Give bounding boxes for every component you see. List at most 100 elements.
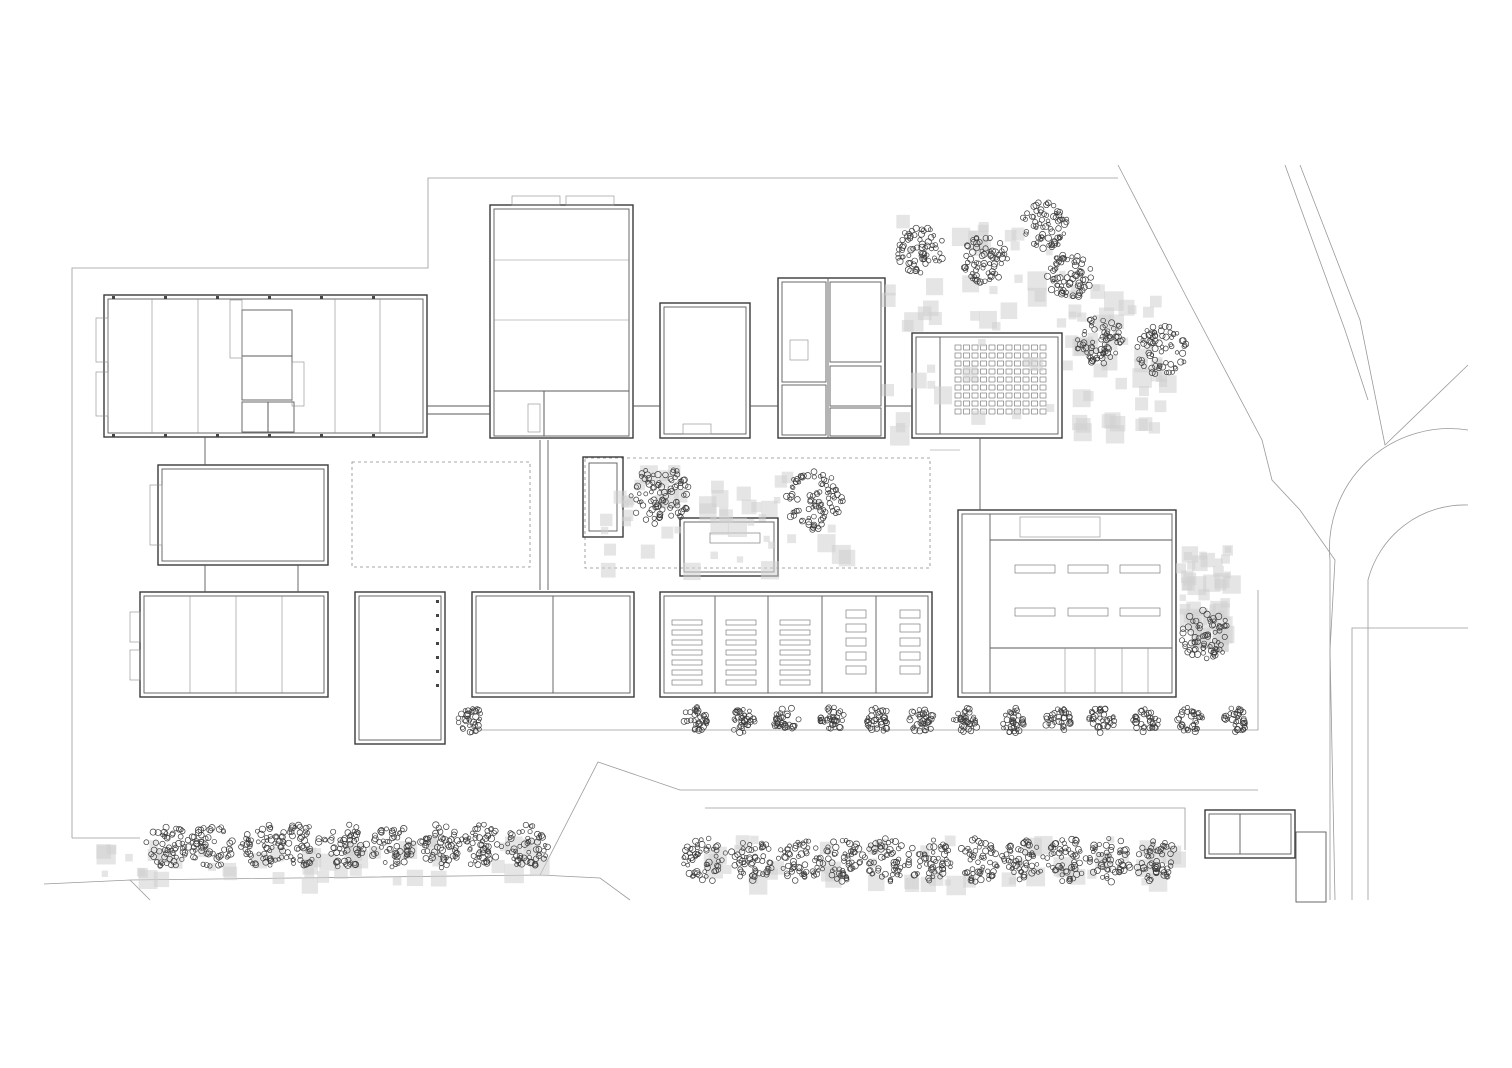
auditorium-seat <box>954 392 962 399</box>
planting-patch <box>711 490 729 508</box>
tree-leaf-mark <box>1148 709 1155 716</box>
tree-leaf-mark <box>505 841 511 847</box>
tree-leaf-mark <box>1147 848 1152 853</box>
tree-leaf-mark <box>1163 843 1170 850</box>
planting-patch <box>1004 229 1017 242</box>
tree-leaf-mark <box>1088 349 1094 355</box>
auditorium-seat <box>980 392 987 399</box>
tree-leaf-mark <box>908 708 916 716</box>
tree-leaf-mark <box>918 250 924 256</box>
tree-leaf-mark <box>1059 872 1065 878</box>
tree-leaf-mark <box>1060 278 1067 285</box>
building-hall-west-middle <box>149 464 329 566</box>
tree-leaf-mark <box>704 864 711 871</box>
tree-leaf-mark <box>924 717 931 725</box>
planting-patch <box>979 310 997 329</box>
tree-leaf-mark <box>240 841 246 847</box>
classroom-desk <box>899 637 921 647</box>
planting-patch <box>1156 371 1167 383</box>
tree-leaf-mark <box>1207 619 1214 625</box>
building-library <box>957 509 1177 698</box>
tree-leaf-mark <box>1061 231 1066 236</box>
tree-leaf-mark <box>832 843 840 851</box>
tree-leaf-mark <box>765 846 772 852</box>
tree-leaf-mark <box>731 862 738 869</box>
tree-leaf-mark <box>1178 721 1186 729</box>
classroom-desk <box>779 629 811 636</box>
tree-leaf-mark <box>967 727 975 735</box>
tree-leaf-mark <box>534 838 541 846</box>
tree-leaf-mark <box>637 499 642 505</box>
tree-leaf-mark <box>162 823 170 831</box>
tree-leaf-mark <box>1091 712 1099 720</box>
planting-patch <box>430 870 447 887</box>
tree-leaf-mark <box>428 854 436 862</box>
tree-leaf-mark <box>353 824 360 831</box>
tree-leaf-mark <box>1107 860 1114 868</box>
tree-leaf-mark <box>748 860 755 868</box>
tree-leaf-mark <box>1179 637 1186 644</box>
planting-patch <box>1027 287 1047 307</box>
tree-leaf-mark <box>722 850 728 856</box>
tree-leaf-mark <box>1048 286 1056 294</box>
tree-leaf-mark <box>410 840 416 846</box>
tree-leaf-mark <box>926 843 934 851</box>
tree-leaf-mark <box>938 845 945 853</box>
tree-leaf-mark <box>1138 357 1145 364</box>
tree-leaf-mark <box>817 516 825 524</box>
planting-patch <box>736 556 744 563</box>
tree-leaf-mark <box>1104 330 1110 337</box>
tree-leaf-mark <box>971 714 977 720</box>
tree-leaf-mark <box>198 844 205 851</box>
tree <box>905 837 954 884</box>
tree-leaf-mark <box>939 864 944 869</box>
tree-leaf-mark <box>429 851 436 858</box>
tree-leaf-mark <box>255 839 261 845</box>
planting-patch <box>1023 357 1034 367</box>
tree <box>961 235 1010 286</box>
tree-leaf-mark <box>277 844 284 850</box>
planting-patch <box>763 535 770 542</box>
tree-leaf-mark <box>759 858 766 865</box>
tree-leaf-mark <box>776 855 782 861</box>
tree-leaf-mark <box>786 512 795 521</box>
tree-leaf-mark <box>939 860 946 868</box>
tree-leaf-mark <box>1200 646 1206 652</box>
tree-leaf-mark <box>443 861 450 869</box>
tree-leaf-mark <box>1046 721 1052 727</box>
tree-leaf-mark <box>1037 221 1043 226</box>
tree-leaf-mark <box>1100 718 1105 723</box>
tree-leaf-mark <box>1060 723 1066 729</box>
tree-leaf-mark <box>810 468 818 476</box>
planting-patch <box>106 844 117 855</box>
tree-leaf-mark <box>1070 294 1076 299</box>
tree-leaf-mark <box>1099 852 1105 857</box>
planting-patch <box>867 858 878 868</box>
planting-patch <box>1068 290 1077 299</box>
column <box>436 670 439 673</box>
tree-leaf-mark <box>195 829 203 837</box>
tree-leaf-mark <box>842 851 848 857</box>
tree-leaf-mark <box>353 831 361 839</box>
building-hall-southwest <box>129 591 329 698</box>
tree-leaf-mark <box>205 850 213 858</box>
tree-leaf-mark <box>1105 724 1111 730</box>
tree-leaf-mark <box>198 847 205 854</box>
planting-patch <box>1139 386 1149 397</box>
tree-leaf-mark <box>877 853 885 861</box>
planting-patch <box>827 524 836 533</box>
tree-leaf-mark <box>856 858 864 866</box>
tree-leaf-mark <box>298 833 306 841</box>
tree-leaf-mark <box>963 252 970 259</box>
tree-leaf-mark <box>682 847 689 854</box>
tree-leaf-mark <box>661 488 668 496</box>
tree-leaf-mark <box>970 871 976 876</box>
tree-leaf-mark <box>988 873 995 880</box>
tree-leaf-mark <box>643 491 649 497</box>
tree <box>950 704 980 735</box>
planting-patch <box>491 859 505 874</box>
tree-leaf-mark <box>905 237 911 243</box>
planting-patch <box>1150 295 1162 308</box>
tree-leaf-mark <box>1150 838 1157 845</box>
tree-leaf-mark <box>188 833 196 841</box>
